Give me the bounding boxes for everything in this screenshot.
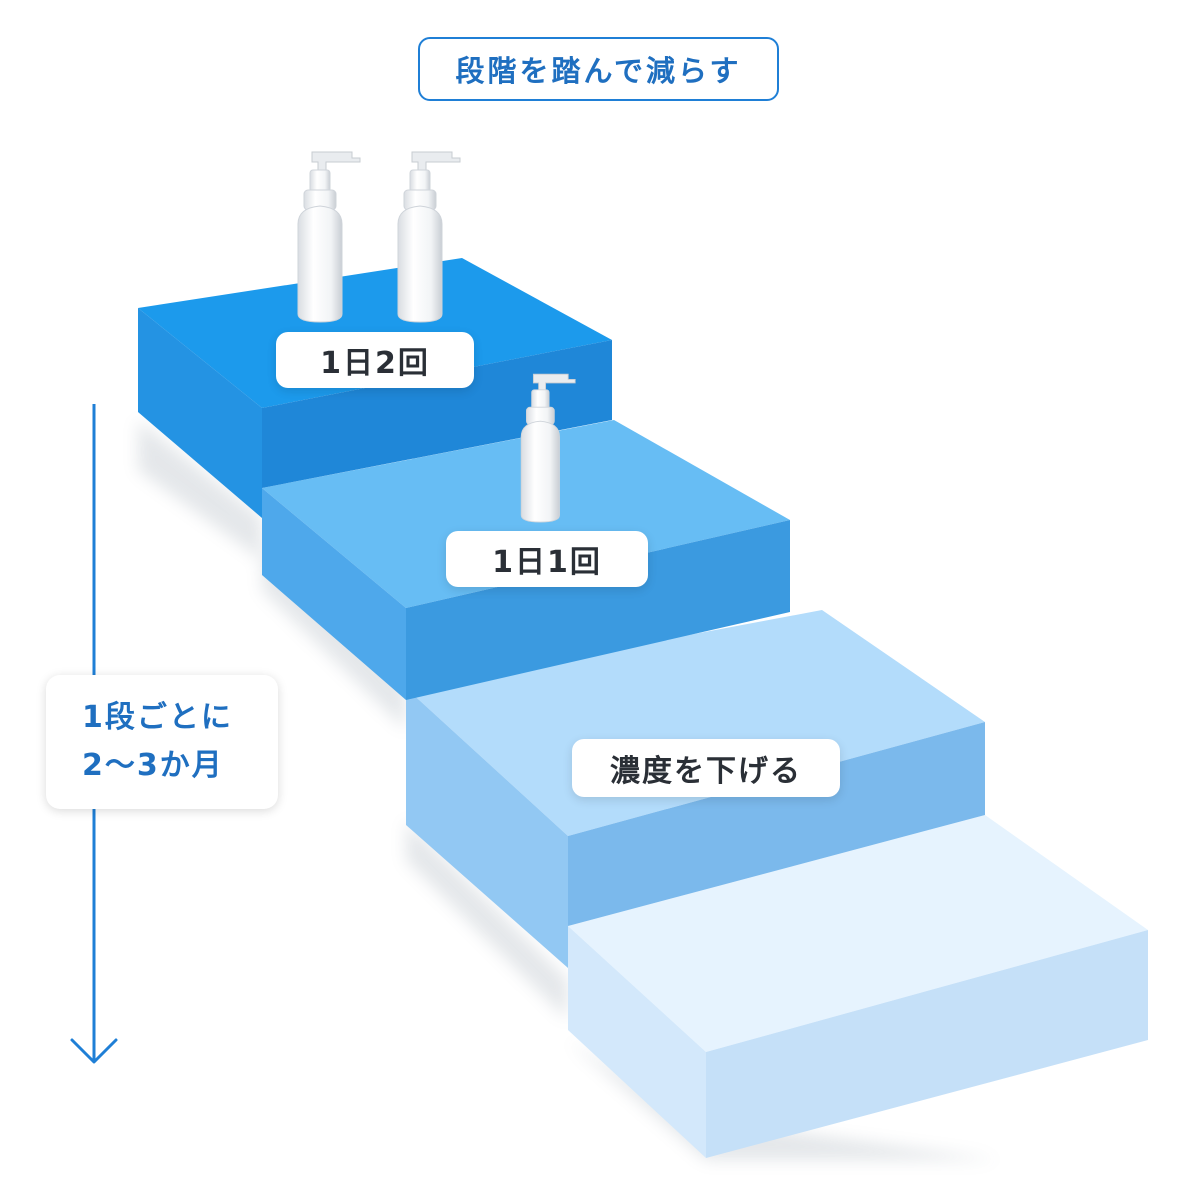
spray-bottle-icon — [520, 373, 576, 523]
side-note-line1: 1段ごとに — [82, 700, 233, 735]
step-2-label: 1日1回 — [446, 531, 648, 587]
step-3-front — [568, 722, 985, 926]
diagram-title: 段階を踏んで減らす — [418, 37, 779, 101]
step-1-left — [138, 308, 262, 518]
step-1-label: 1日2回 — [276, 332, 474, 388]
step-3-label: 濃度を下げる — [572, 739, 840, 797]
spray-bottle-icon — [397, 151, 461, 323]
step-1-front — [262, 340, 612, 488]
spray-bottle-icon — [297, 151, 361, 323]
step-2-front — [406, 520, 790, 700]
step-2-left — [262, 488, 406, 700]
step-4 — [568, 815, 1148, 1158]
step-4-left — [568, 926, 706, 1158]
step-4-top — [568, 815, 1148, 1052]
step-3-left — [406, 688, 568, 968]
side-note-line2: 2〜3か月 — [82, 748, 224, 783]
side-note: 1段ごとに 2〜3か月 — [46, 675, 278, 809]
step-4-front — [706, 930, 1148, 1158]
